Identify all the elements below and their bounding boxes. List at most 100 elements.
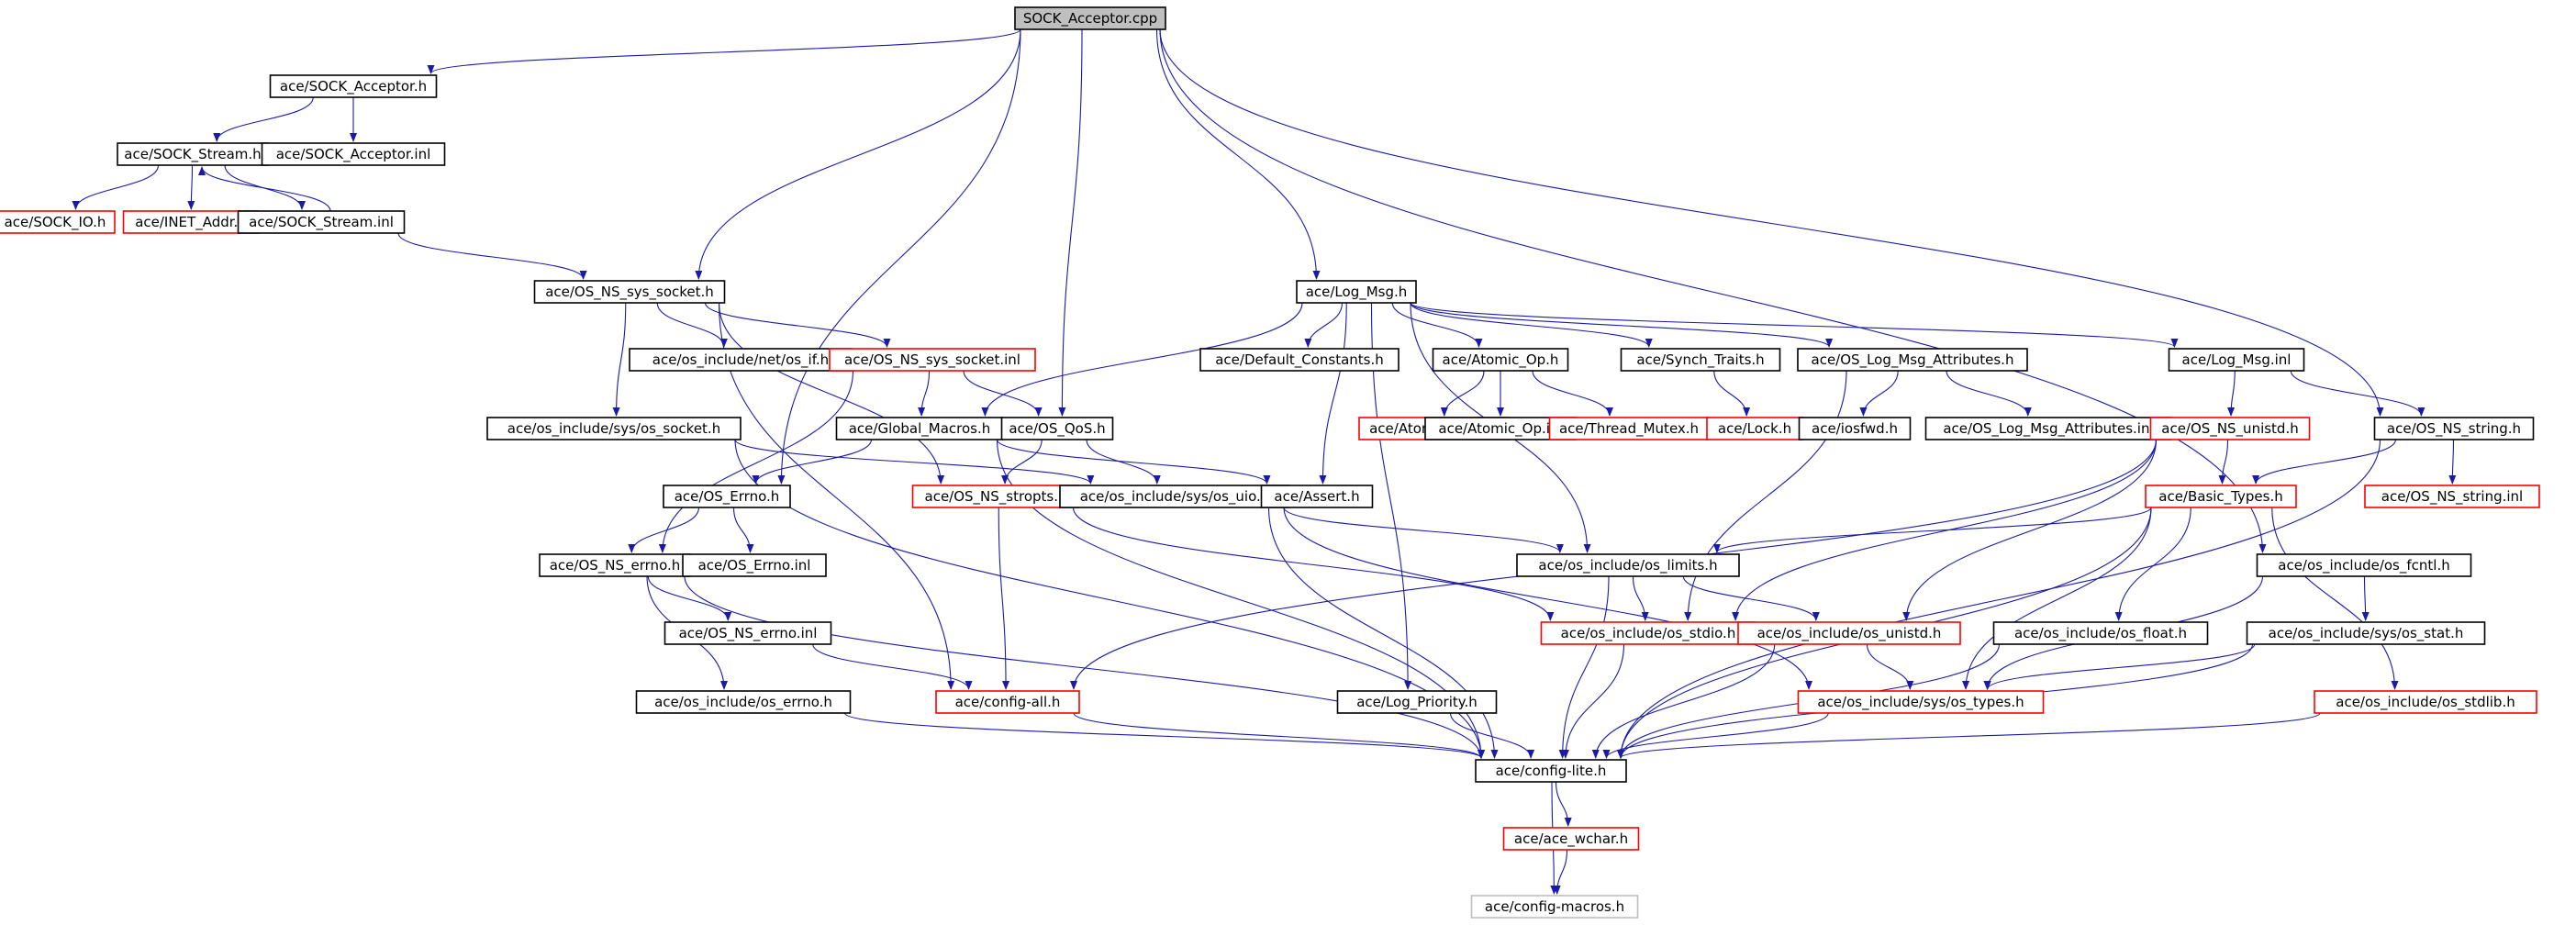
graph-edge — [963, 370, 1043, 417]
graph-node[interactable]: ace/Synch_Traits.h — [1620, 348, 1781, 372]
graph-node[interactable]: ace/iosfwd.h — [1798, 417, 1912, 440]
graph-node[interactable]: ace/os_include/sys/os_socket.h — [486, 417, 742, 440]
graph-edge — [2448, 439, 2457, 485]
graph-node-box — [1992, 621, 2209, 645]
graph-node[interactable]: ace/OS_NS_errno.inl — [664, 621, 832, 645]
graph-node[interactable]: ace/os_include/os_errno.h — [635, 690, 852, 714]
graph-node-box — [1260, 485, 1374, 508]
graph-edge — [1410, 302, 2179, 348]
graph-edge — [734, 439, 1095, 485]
graph-node[interactable]: ace/Log_Priority.h — [1336, 690, 1498, 714]
graph-edge — [718, 302, 955, 690]
graph-node-box — [2149, 417, 2311, 440]
graph-edge — [1684, 370, 1847, 621]
graph-node[interactable]: ace/SOCK_Stream.inl — [237, 210, 406, 234]
graph-node[interactable]: ace/OS_NS_string.h — [2373, 417, 2535, 440]
graph-node-label: ace/Log_Msg.h — [1306, 284, 1408, 301]
graph-edge — [1866, 643, 1914, 690]
graph-node[interactable]: ace/Atomic_Op.h — [1432, 348, 1569, 372]
graph-edge — [1267, 507, 1499, 759]
graph-edge — [1086, 439, 1161, 485]
graph-node[interactable]: ace/OS_NS_sys_socket.inl — [829, 348, 1036, 372]
graph-edge — [427, 28, 1021, 74]
graph-node[interactable]: ace/OS_QoS.h — [1000, 417, 1114, 440]
graph-node[interactable]: ace/os_include/os_stdio.h — [1540, 621, 1756, 645]
graph-edge — [1449, 712, 1535, 759]
graph-node[interactable]: ace/os_include/sys/os_types.h — [1797, 690, 2045, 714]
graph-edge — [1555, 781, 1572, 827]
graph-node[interactable]: ace/Thread_Mutex.h — [1548, 417, 1710, 440]
graph-node-box — [117, 142, 269, 166]
graph-node-box — [539, 553, 691, 577]
graph-node-label: ace/os_include/os_stdio.h — [1561, 625, 1736, 642]
graph-edge — [1632, 575, 1649, 621]
graph-node[interactable]: ace/os_include/sys/os_stat.h — [2246, 621, 2486, 645]
graph-node[interactable]: ace/OS_NS_errno.h — [539, 553, 691, 577]
graph-node[interactable]: ace/config-macros.h — [1470, 895, 1639, 919]
graph-node-label: ace/OS_Log_Msg_Attributes.inl — [1943, 420, 2153, 438]
graph-node[interactable]: ace/SOCK_Stream.h — [117, 142, 269, 166]
graph-node-box — [1059, 485, 1290, 508]
graph-edge — [1713, 507, 2152, 553]
graph-edge — [1410, 302, 1653, 348]
graph-node-box — [237, 210, 406, 234]
graph-node-box — [1432, 348, 1569, 372]
graph-node-label: ace/OS_QoS.h — [1009, 420, 1105, 438]
graph-node[interactable]: ace/OS_NS_unistd.h — [2149, 417, 2311, 440]
graph-node-label: ace/os_include/os_errno.h — [654, 694, 832, 711]
graph-node[interactable]: ace/INET_Addr.h — [122, 210, 260, 234]
graph-node[interactable]: ace/ace_wchar.h — [1502, 827, 1640, 851]
graph-edge — [1072, 507, 1555, 621]
graph-node[interactable]: ace/os_include/os_fcntl.h — [2256, 553, 2472, 577]
graph-node[interactable]: ace/os_include/sys/os_uio.h — [1059, 485, 1290, 508]
graph-node[interactable]: ace/SOCK_Acceptor.h — [269, 74, 438, 98]
graph-edge — [72, 164, 160, 210]
graph-edge — [1962, 507, 2152, 690]
graph-node[interactable]: SOCK_Acceptor.cpp — [1014, 6, 1166, 30]
graph-node-label: ace/config-macros.h — [1485, 898, 1624, 915]
graph-node[interactable]: ace/OS_NS_stropts.h — [911, 485, 1080, 508]
graph-node[interactable]: ace/OS_Errno.inl — [682, 553, 827, 577]
graph-node[interactable]: ace/os_include/os_limits.h — [1516, 553, 1740, 577]
graph-node[interactable]: ace/Basic_Types.h — [2145, 485, 2297, 508]
graph-node[interactable]: ace/os_include/net/os_if.h — [629, 348, 853, 372]
graph-edge — [732, 507, 754, 553]
graph-node[interactable]: ace/Global_Macros.h — [835, 417, 1004, 440]
graph-node[interactable]: ace/Default_Constants.h — [1199, 348, 1400, 372]
graph-node[interactable]: ace/SOCK_Acceptor.inl — [261, 142, 446, 166]
graph-node-label: ace/Synch_Traits.h — [1636, 351, 1764, 369]
graph-node[interactable]: ace/OS_Log_Msg_Attributes.h — [1797, 348, 2028, 372]
graph-edge — [718, 302, 945, 485]
graph-node[interactable]: ace/Log_Msg.h — [1296, 280, 1417, 304]
graph-node[interactable]: ace/Assert.h — [1260, 485, 1374, 508]
graph-node-box — [663, 485, 791, 508]
graph-node[interactable]: ace/OS_Log_Msg_Attributes.inl — [1924, 417, 2172, 440]
graph-node-box — [1516, 553, 1740, 577]
graph-node-label: ace/OS_NS_stropts.h — [925, 488, 1067, 506]
graph-edge — [1732, 439, 2158, 621]
graph-node[interactable]: ace/OS_Errno.h — [663, 485, 791, 508]
graph-node[interactable]: ace/SOCK_IO.h — [0, 210, 116, 234]
graph-node[interactable]: ace/OS_NS_string.inl — [2364, 485, 2540, 508]
graph-node-label: ace/os_include/os_float.h — [2014, 625, 2187, 642]
graph-edge — [1561, 643, 1625, 759]
graph-node[interactable]: ace/config-lite.h — [1475, 759, 1627, 783]
graph-node[interactable]: ace/Log_Msg.inl — [2168, 348, 2305, 372]
graph-node-box — [269, 74, 438, 98]
graph-node[interactable]: ace/os_include/os_unistd.h — [1737, 621, 1961, 645]
graph-edge — [1713, 370, 1751, 417]
graph-node-label: ace/ace_wchar.h — [1514, 830, 1628, 848]
graph-node-label: ace/Global_Macros.h — [849, 420, 991, 438]
graph-node[interactable]: ace/os_include/os_stdlib.h — [2314, 690, 2537, 714]
graph-node[interactable]: ace/config-all.h — [935, 690, 1080, 714]
graph-node-box — [1737, 621, 1961, 645]
graph-node[interactable]: ace/OS_NS_sys_socket.h — [533, 280, 726, 304]
graph-node-label: ace/OS_NS_sys_socket.inl — [844, 351, 1020, 369]
graph-edge — [1159, 28, 2384, 417]
graph-edge — [628, 507, 700, 553]
graph-node[interactable]: ace/Lock.h — [1706, 417, 1803, 440]
graph-edge — [1617, 439, 2381, 759]
graph-node[interactable]: ace/os_include/os_float.h — [1992, 621, 2209, 645]
graph-node-label: ace/os_include/os_stdlib.h — [2336, 694, 2515, 711]
graph-node-label: ace/config-all.h — [955, 694, 1061, 710]
